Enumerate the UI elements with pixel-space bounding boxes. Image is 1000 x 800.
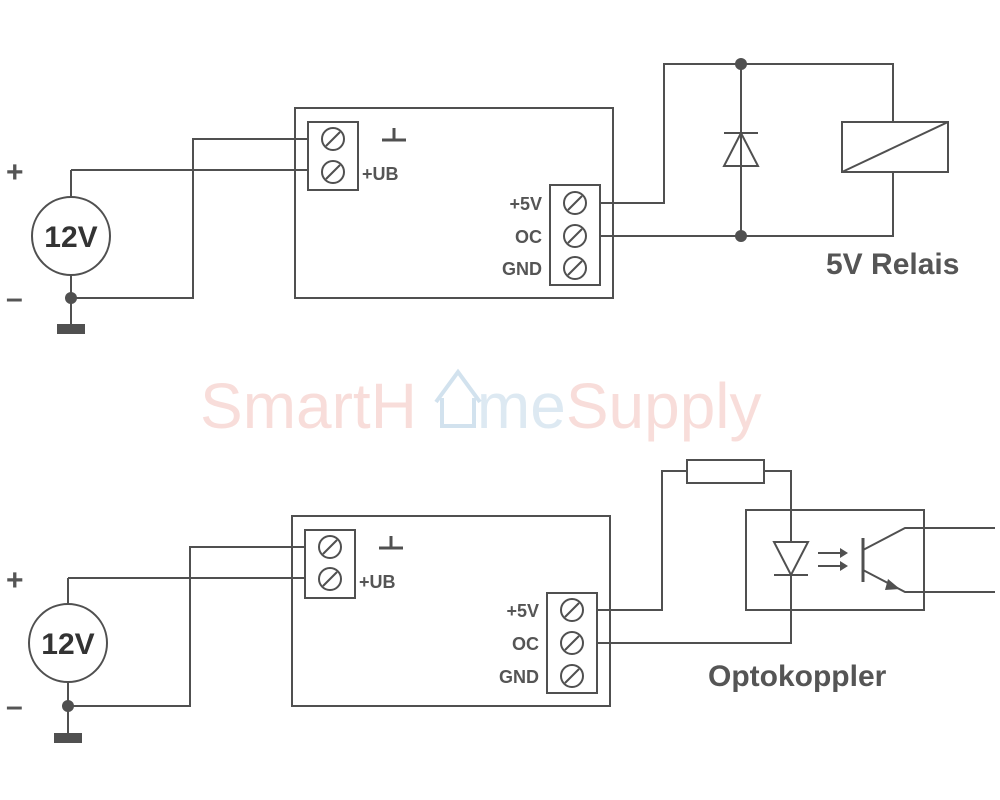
bottom-load-title: Optokoppler — [708, 660, 887, 693]
top-ground-symbol — [57, 324, 85, 334]
circuit-bottom: + – 12V +UB +5V OC GND — [6, 459, 995, 743]
top-oc-label: OC — [515, 227, 542, 247]
bottom-led-symbol — [772, 541, 810, 578]
bottom-source-label: 12V — [41, 628, 94, 661]
watermark-part-supply: Supply — [566, 370, 762, 442]
top-source-label: 12V — [44, 221, 97, 254]
bottom-ub-label: +UB — [359, 572, 396, 592]
bottom-5v-label: +5V — [506, 601, 539, 621]
top-minus-label: – — [6, 282, 23, 315]
top-plus-label: + — [6, 156, 24, 189]
watermark-house-icon — [434, 368, 482, 428]
bottom-light-arrows-icon — [818, 548, 848, 571]
top-ub-label: +UB — [362, 164, 399, 184]
top-supply-terminal — [307, 121, 359, 191]
watermark-part-me: me — [477, 370, 566, 442]
watermark-part-smart: SmartH — [200, 370, 417, 442]
bottom-phototransistor-symbol — [861, 527, 995, 593]
top-5v-label: +5V — [509, 194, 542, 214]
top-load-title: 5V Relais — [826, 248, 959, 281]
bottom-gnd-label: GND — [499, 667, 539, 687]
bottom-supply-terminal — [304, 529, 356, 599]
bottom-ground-symbol — [54, 733, 82, 743]
bottom-ground-terminal-icon — [379, 536, 403, 550]
watermark: SmartH meSupply — [200, 368, 762, 442]
top-diode-symbol — [722, 130, 760, 167]
bottom-plus-label: + — [6, 564, 24, 597]
bottom-resistor — [686, 459, 765, 484]
bottom-oc-label: OC — [512, 634, 539, 654]
bottom-optocoupler-box — [745, 509, 925, 611]
top-gnd-label: GND — [502, 259, 542, 279]
top-ground-terminal-icon — [382, 128, 406, 142]
top-relay-coil — [841, 121, 949, 173]
circuit-top: + – 12V +UB +5V OC GND — [6, 58, 959, 334]
bottom-minus-label: – — [6, 690, 23, 723]
